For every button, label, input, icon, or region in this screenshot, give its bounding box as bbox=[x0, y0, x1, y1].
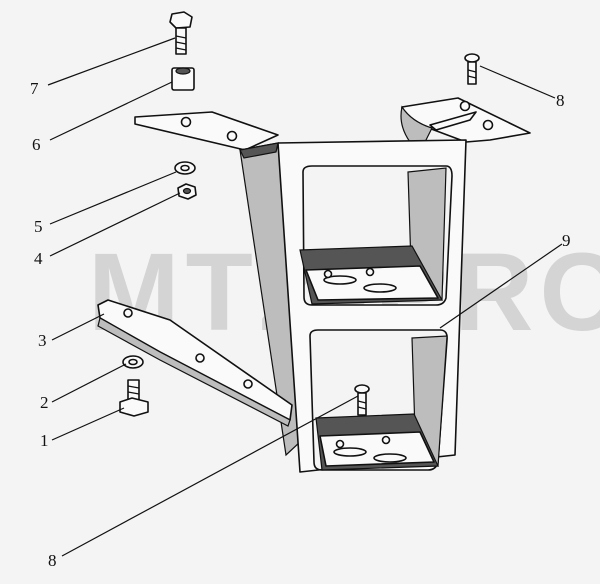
leader-8-upper bbox=[479, 65, 556, 99]
strap-hole bbox=[195, 353, 205, 363]
leader-1 bbox=[51, 407, 125, 441]
spacer-bore bbox=[175, 67, 191, 75]
spacer-part-6 bbox=[171, 67, 195, 91]
bolt-shank bbox=[175, 27, 187, 55]
slot bbox=[323, 275, 357, 285]
callout-5: 5 bbox=[34, 217, 43, 236]
slot bbox=[333, 447, 367, 457]
callout-7: 7 bbox=[30, 79, 39, 98]
leader-9 bbox=[439, 243, 563, 329]
callout-8-upper: 8 bbox=[556, 91, 565, 110]
callout-4: 4 bbox=[34, 249, 43, 268]
leader-8-lower bbox=[61, 395, 359, 557]
callout-3: 3 bbox=[38, 331, 47, 350]
leader-4 bbox=[49, 192, 181, 257]
bolt-head bbox=[169, 11, 193, 29]
slot bbox=[363, 283, 397, 293]
flange-hole bbox=[482, 119, 494, 131]
hole bbox=[381, 435, 391, 445]
flange-hole bbox=[226, 130, 238, 142]
washer-part-5 bbox=[174, 161, 196, 175]
bolt-part-7 bbox=[169, 11, 193, 55]
bolt-part-8-lower bbox=[354, 384, 370, 416]
bolt-shank bbox=[357, 392, 367, 416]
strap-hole bbox=[243, 379, 253, 389]
washer-part-2 bbox=[122, 355, 144, 369]
bolt-part-8-upper bbox=[464, 53, 480, 85]
leader-2 bbox=[51, 363, 127, 403]
flange-slot bbox=[429, 111, 477, 131]
upper-window-plate bbox=[305, 265, 439, 301]
slot bbox=[373, 453, 407, 463]
hole bbox=[335, 439, 345, 449]
nut-part-4 bbox=[177, 183, 197, 200]
leader-lines bbox=[47, 37, 563, 557]
leader-7 bbox=[47, 37, 176, 86]
callout-6: 6 bbox=[32, 135, 41, 154]
callout-labels: 7 6 5 4 3 2 1 8 8 9 bbox=[30, 79, 571, 570]
strap-edge bbox=[97, 317, 291, 427]
callout-9: 9 bbox=[562, 231, 571, 250]
leader-5 bbox=[49, 171, 177, 225]
bolt-part-1 bbox=[119, 379, 149, 417]
hole bbox=[323, 269, 333, 279]
leader-6 bbox=[49, 81, 173, 141]
hole bbox=[365, 267, 375, 277]
main-bracket-part-9 bbox=[134, 97, 531, 473]
top-edge bbox=[239, 142, 279, 159]
bolt-head bbox=[464, 53, 480, 63]
callout-1: 1 bbox=[40, 431, 49, 450]
callout-2: 2 bbox=[40, 393, 49, 412]
flange-hole bbox=[180, 116, 192, 128]
bolt-shank bbox=[467, 61, 477, 85]
left-flange bbox=[134, 111, 279, 151]
strap-part-3 bbox=[97, 299, 293, 427]
leader-3 bbox=[51, 313, 105, 341]
bolt-head bbox=[354, 384, 370, 394]
bolt-head bbox=[119, 397, 149, 417]
strap-hole bbox=[123, 308, 133, 318]
callout-8-lower: 8 bbox=[48, 551, 57, 570]
flange-hole bbox=[459, 100, 471, 112]
